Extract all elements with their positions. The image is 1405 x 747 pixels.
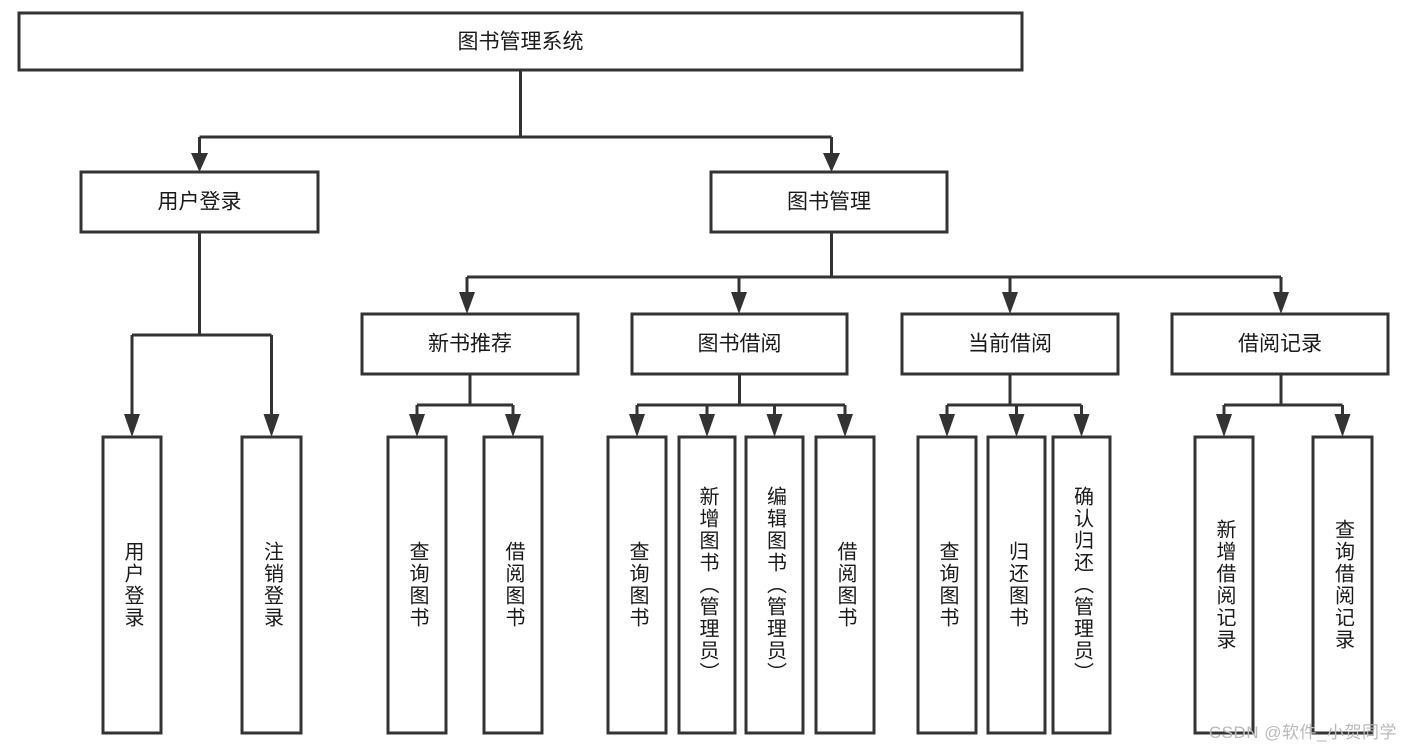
node-book-manage[interactable]: 图书管理 bbox=[709, 170, 949, 234]
node-leaf-user-login[interactable]: 用户登录 bbox=[101, 435, 163, 735]
node-leaf-borrow-book-1[interactable]: 借阅图书 bbox=[482, 435, 544, 735]
node-current-borrow[interactable]: 当前借阅 bbox=[900, 312, 1120, 376]
node-leaf-user-login-label: 用户登录 bbox=[121, 541, 144, 629]
arrowhead-leaf-return-book bbox=[1008, 414, 1025, 437]
arrowhead-current-borrow bbox=[1002, 292, 1018, 314]
arrowhead-leaf-query-book-2 bbox=[629, 414, 645, 437]
node-user-login-label: 用户登录 bbox=[158, 191, 242, 214]
arrowhead-leaf-edit-book-admin bbox=[766, 414, 783, 437]
node-leaf-confirm-return-admin[interactable]: 确认归还（管理员） bbox=[1051, 435, 1112, 735]
arrowhead-new-book-recommend bbox=[459, 292, 475, 314]
node-leaf-query-book-3[interactable]: 查询图书 bbox=[916, 435, 978, 735]
arrowhead-leaf-query-book-1 bbox=[409, 414, 425, 437]
node-leaf-add-book-admin-label: 新增图书（管理员） bbox=[696, 486, 719, 684]
arrowhead-borrow-record bbox=[1273, 292, 1289, 314]
node-current-borrow-label: 当前借阅 bbox=[968, 333, 1052, 356]
node-user-login[interactable]: 用户登录 bbox=[79, 170, 320, 234]
arrowhead-leaf-logout-login bbox=[263, 414, 280, 437]
node-leaf-query-book-2-label: 查询图书 bbox=[626, 541, 649, 629]
node-leaf-add-book-admin[interactable]: 新增图书（管理员） bbox=[677, 435, 737, 735]
node-leaf-edit-book-admin-label: 编辑图书（管理员） bbox=[764, 486, 787, 684]
node-book-manage-label: 图书管理 bbox=[787, 191, 871, 214]
node-book-borrow-label: 图书借阅 bbox=[698, 333, 782, 356]
node-new-book-recommend[interactable]: 新书推荐 bbox=[360, 312, 580, 376]
arrowhead-book-borrow bbox=[731, 292, 747, 314]
node-leaf-add-borrow-record[interactable]: 新增借阅记录 bbox=[1193, 435, 1255, 735]
arrowhead-leaf-confirm-return-admin bbox=[1073, 414, 1090, 437]
arrowhead-leaf-add-borrow-record bbox=[1216, 414, 1232, 437]
node-leaf-query-borrow-record[interactable]: 查询借阅记录 bbox=[1311, 435, 1374, 735]
arrowhead-leaf-query-book-3 bbox=[939, 414, 955, 437]
node-root[interactable]: 图书管理系统 bbox=[17, 11, 1024, 72]
node-leaf-return-book-label: 归还图书 bbox=[1006, 541, 1029, 629]
node-leaf-borrow-book-1-label: 借阅图书 bbox=[502, 541, 525, 629]
arrowhead-leaf-query-borrow-record bbox=[1334, 414, 1351, 437]
node-leaf-confirm-return-admin-label: 确认归还（管理员） bbox=[1071, 486, 1094, 684]
node-leaf-edit-book-admin[interactable]: 编辑图书（管理员） bbox=[744, 435, 805, 735]
node-leaf-query-book-1[interactable]: 查询图书 bbox=[386, 435, 448, 735]
arrowhead-user-login bbox=[191, 153, 208, 172]
node-book-borrow[interactable]: 图书借阅 bbox=[630, 312, 849, 376]
node-borrow-record-label: 借阅记录 bbox=[1238, 333, 1322, 356]
node-leaf-query-borrow-record-label: 查询借阅记录 bbox=[1332, 519, 1355, 651]
arrowhead-leaf-user-login bbox=[124, 414, 140, 437]
node-borrow-record[interactable]: 借阅记录 bbox=[1170, 312, 1390, 376]
arrowhead-book-manage bbox=[823, 153, 840, 172]
node-leaf-query-book-3-label: 查询图书 bbox=[936, 541, 959, 629]
node-leaf-query-book-1-label: 查询图书 bbox=[406, 541, 429, 629]
arrowhead-leaf-add-book-admin bbox=[699, 414, 715, 437]
node-new-book-recommend-label: 新书推荐 bbox=[428, 333, 512, 356]
node-root-label: 图书管理系统 bbox=[458, 31, 584, 54]
node-leaf-borrow-book-2[interactable]: 借阅图书 bbox=[814, 435, 876, 735]
nodes-layer: 图书管理系统 用户登录 图书管理 新书推荐 图书借阅 当前 bbox=[17, 11, 1390, 735]
node-leaf-add-borrow-record-label: 新增借阅记录 bbox=[1213, 519, 1236, 651]
watermark-label: CSDN @软件_小贺同学 bbox=[1208, 723, 1397, 742]
node-leaf-return-book[interactable]: 归还图书 bbox=[986, 435, 1047, 735]
node-leaf-query-book-2[interactable]: 查询图书 bbox=[606, 435, 668, 735]
arrowhead-leaf-borrow-book-2 bbox=[837, 414, 853, 437]
edges-layer bbox=[124, 70, 1351, 437]
arrowhead-leaf-borrow-book-1 bbox=[505, 414, 521, 437]
node-leaf-borrow-book-2-label: 借阅图书 bbox=[834, 541, 857, 629]
node-leaf-logout-login[interactable]: 注销登录 bbox=[240, 435, 303, 735]
node-leaf-logout-login-label: 注销登录 bbox=[261, 541, 284, 629]
